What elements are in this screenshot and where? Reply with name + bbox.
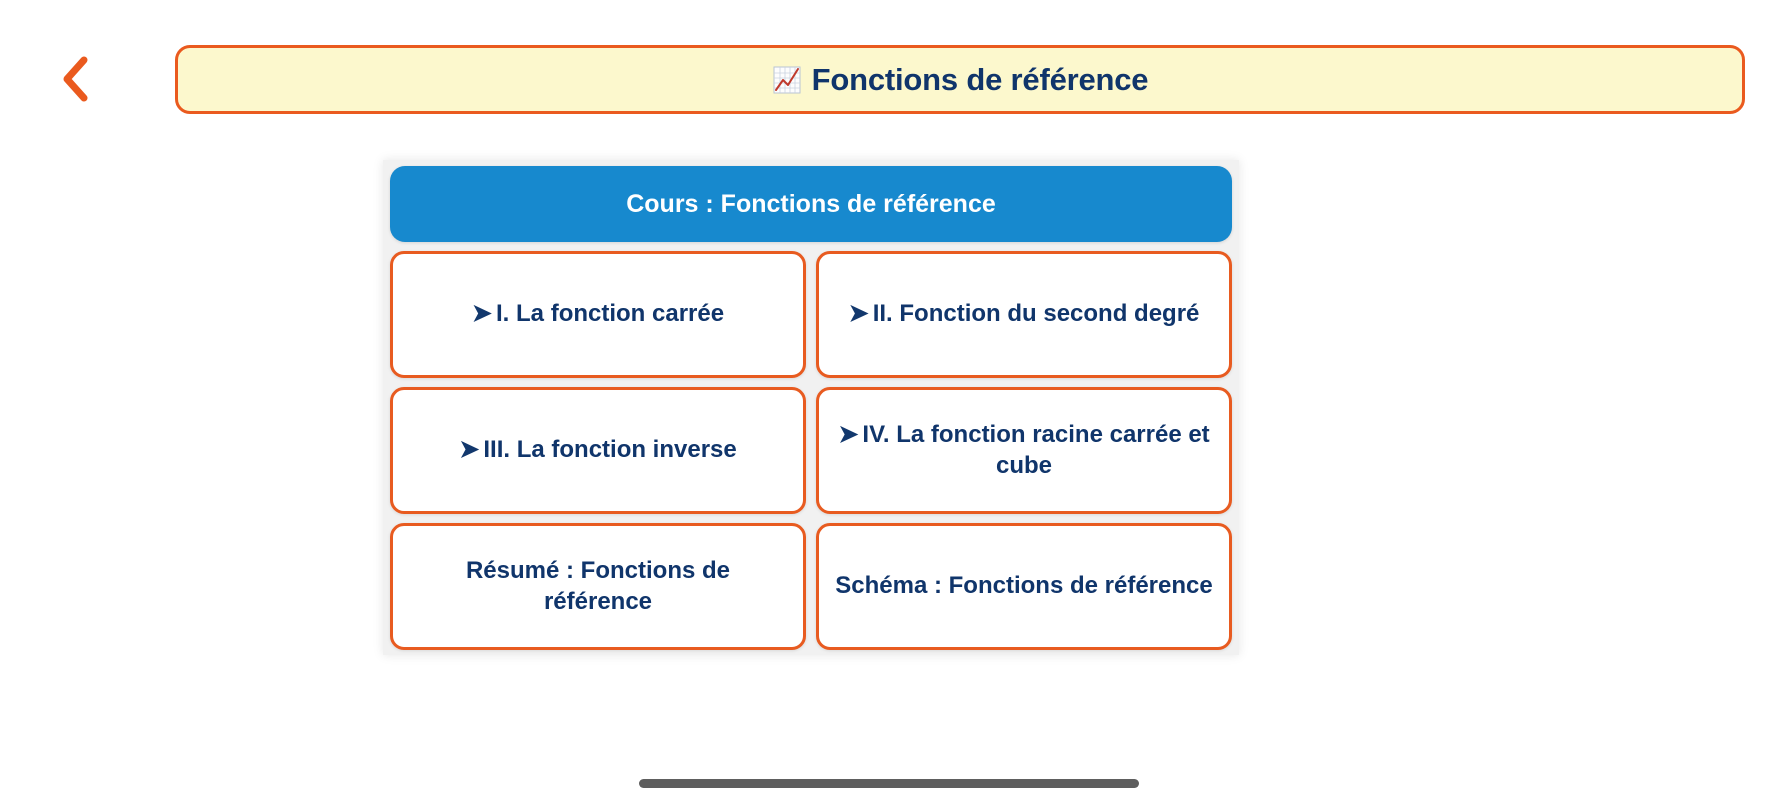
lesson-card-2-label: ➤II. Fonction du second degré xyxy=(849,299,1200,330)
lesson-card-1[interactable]: ➤I. La fonction carrée xyxy=(390,251,806,378)
resume-card-text: Résumé : Fonctions de référence xyxy=(465,556,731,615)
lesson-card-2[interactable]: ➤II. Fonction du second degré xyxy=(816,251,1232,378)
arrow-right-icon: ➤ xyxy=(848,300,869,328)
lesson-card-1-label: ➤I. La fonction carrée xyxy=(472,299,724,330)
schema-card[interactable]: Schéma : Fonctions de référence xyxy=(816,523,1232,650)
lesson-card-4-text: IV. La fonction racine carrée et cube xyxy=(862,420,1210,479)
arrow-right-icon: ➤ xyxy=(838,420,859,448)
home-indicator-bar[interactable] xyxy=(639,779,1139,788)
lesson-card-3[interactable]: ➤III. La fonction inverse xyxy=(390,387,806,514)
content-panel: Cours : Fonctions de référence ➤I. La fo… xyxy=(383,160,1239,655)
cours-button-label: Cours : Fonctions de référence xyxy=(626,189,996,218)
arrow-right-icon: ➤ xyxy=(471,300,493,328)
lesson-card-grid: ➤I. La fonction carrée ➤II. Fonction du … xyxy=(390,251,1232,650)
cours-button[interactable]: Cours : Fonctions de référence xyxy=(390,166,1232,242)
schema-card-label: Schéma : Fonctions de référence xyxy=(835,571,1212,602)
lesson-card-3-text: III. La fonction inverse xyxy=(483,436,737,464)
chart-increasing-icon xyxy=(772,65,802,95)
lesson-card-1-text: I. La fonction carrée xyxy=(496,300,725,328)
lesson-card-4-label: ➤IV. La fonction racine carrée et cube xyxy=(835,420,1213,481)
lesson-card-2-text: II. Fonction du second degré xyxy=(872,300,1200,328)
resume-card-label: Résumé : Fonctions de référence xyxy=(409,556,787,617)
resume-card[interactable]: Résumé : Fonctions de référence xyxy=(390,523,806,650)
chevron-left-icon xyxy=(60,55,90,103)
page-title: Fonctions de référence xyxy=(811,62,1149,97)
page-header-banner: Fonctions de référence xyxy=(175,45,1745,114)
arrow-right-icon: ➤ xyxy=(459,436,480,464)
back-button[interactable] xyxy=(46,48,104,110)
lesson-card-4[interactable]: ➤IV. La fonction racine carrée et cube xyxy=(816,387,1232,514)
content-panel-inner: Cours : Fonctions de référence ➤I. La fo… xyxy=(390,166,1232,650)
lesson-card-3-label: ➤III. La fonction inverse xyxy=(459,435,737,466)
schema-card-text: Schéma : Fonctions de référence xyxy=(835,572,1213,600)
